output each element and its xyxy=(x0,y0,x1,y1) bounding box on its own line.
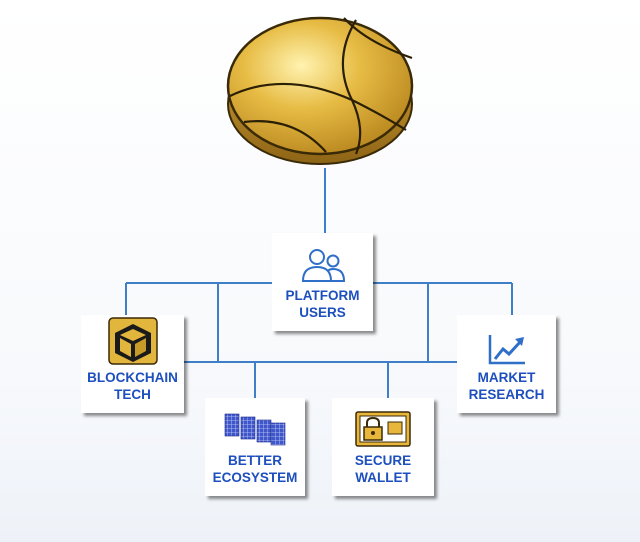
platform-users-node: PLATFORM USERS xyxy=(272,233,373,331)
platform-users-label: PLATFORM USERS xyxy=(285,288,360,320)
padlock-wallet-icon xyxy=(354,406,412,448)
users-icon xyxy=(300,247,346,283)
market-research-label: MARKET RESEARCH xyxy=(468,370,545,402)
better-ecosystem-node: BETTER ECOSYSTEM xyxy=(205,398,305,496)
blocks-grid-icon xyxy=(223,412,287,448)
blockchain-tech-label: BLOCKCHAIN TECH xyxy=(87,370,178,402)
secure-wallet-label: SECURE WALLET xyxy=(354,453,412,485)
blockchain-tech-node: BLOCKCHAIN TECH xyxy=(81,315,184,413)
trend-chart-icon xyxy=(487,333,527,365)
market-research-node: MARKET RESEARCH xyxy=(457,315,556,413)
gold-coin-icon xyxy=(226,16,414,165)
better-ecosystem-label: BETTER ECOSYSTEM xyxy=(212,453,298,485)
cube-icon xyxy=(107,317,159,365)
secure-wallet-node: SECURE WALLET xyxy=(332,398,434,496)
